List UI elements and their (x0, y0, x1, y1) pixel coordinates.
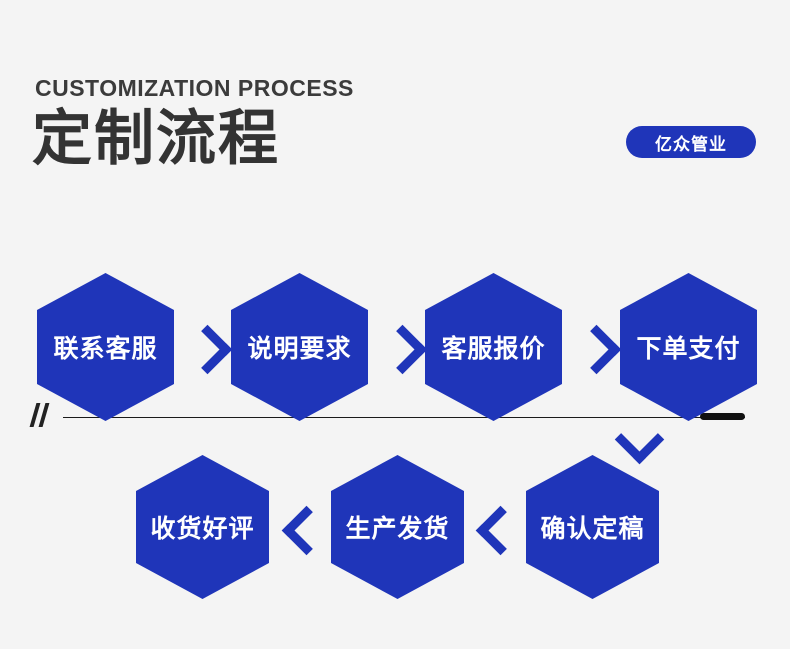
flow-step-place-order-pay[interactable]: 下单支付 (620, 273, 757, 421)
page-title: 定制流程 (32, 105, 280, 172)
divider-end-cap (700, 413, 745, 420)
flow-step-confirm-final-draft[interactable]: 确认定稿 (526, 455, 659, 599)
eyebrow-heading: CUSTOMIZATION PROCESS (35, 75, 354, 101)
flow-step-receive-review[interactable]: 收货好评 (136, 455, 269, 599)
chevron-down-left-icon (614, 414, 665, 465)
divider-line (63, 417, 745, 418)
flow-step-support-quote[interactable]: 客服报价 (425, 273, 562, 421)
flow-step-contact-support[interactable]: 联系客服 (37, 273, 174, 421)
brand-badge: 亿众管业 (626, 126, 756, 158)
page-header: CUSTOMIZATION PROCESS 定制流程 亿众管业 (0, 0, 790, 250)
flow-step-produce-ship[interactable]: 生产发货 (331, 455, 464, 599)
chevron-right-icon (377, 324, 428, 375)
chevron-right-icon (182, 324, 233, 375)
chevron-left-icon (281, 505, 332, 556)
divider (0, 200, 790, 427)
chevron-left-icon (475, 505, 526, 556)
flow-step-state-requirements[interactable]: 说明要求 (231, 273, 368, 421)
chevron-right-icon (571, 324, 622, 375)
process-flow-diagram: 联系客服 说明要求 客服报价 下单支付 确认定稿 生产发货 收货好评 (0, 250, 790, 649)
